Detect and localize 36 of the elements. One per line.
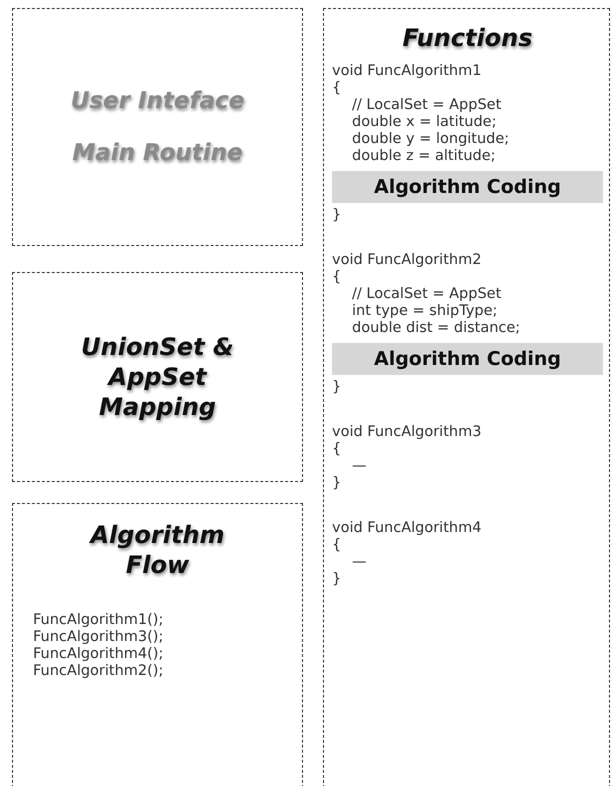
code-block-bar: Algorithm Coding [332,343,603,375]
code-line: double dist = distance; [352,320,520,337]
code-line: double y = longitude; [352,131,510,148]
code-line: double x = latitude; [352,114,496,131]
code-line: // LocalSet = AppSet [352,97,502,114]
dashed-panel [12,503,303,786]
code-line: FuncAlgorithm3(); [33,629,164,646]
panel-title: Algorithm Flow [88,520,226,580]
dashed-panel [12,272,303,482]
panel-title: Functions [402,23,533,53]
code-line: void FuncAlgorithm2 [332,252,482,269]
code-line: void FuncAlgorithm4 [332,520,482,537]
code-line: void FuncAlgorithm1 [332,63,482,80]
dashed-panel [12,8,303,246]
panel-title: Main Routine [72,140,243,166]
code-line: { [332,269,342,286]
code-line: } [332,207,342,224]
code-line: FuncAlgorithm4(); [33,646,164,663]
dashed-panel [323,8,610,786]
code-line: // LocalSet = AppSet [352,286,502,303]
panel-title: User Inteface [70,88,244,114]
code-line: int type = shipType; [352,303,498,320]
code-line: void FuncAlgorithm3 [332,424,482,441]
code-line: double z = altitude; [352,148,496,165]
code-line: } [332,475,342,492]
code-line: — [352,554,366,571]
code-line: } [332,379,342,396]
panel-title: UnionSet & AppSet Mapping [80,332,235,422]
code-line: { [332,80,342,97]
code-line: { [332,537,342,554]
code-line: FuncAlgorithm2(); [33,663,164,680]
code-line: FuncAlgorithm1(); [33,612,164,629]
code-line: { [332,441,342,458]
code-block-bar: Algorithm Coding [332,171,603,203]
code-line: — [352,458,366,475]
code-line: } [332,571,342,588]
